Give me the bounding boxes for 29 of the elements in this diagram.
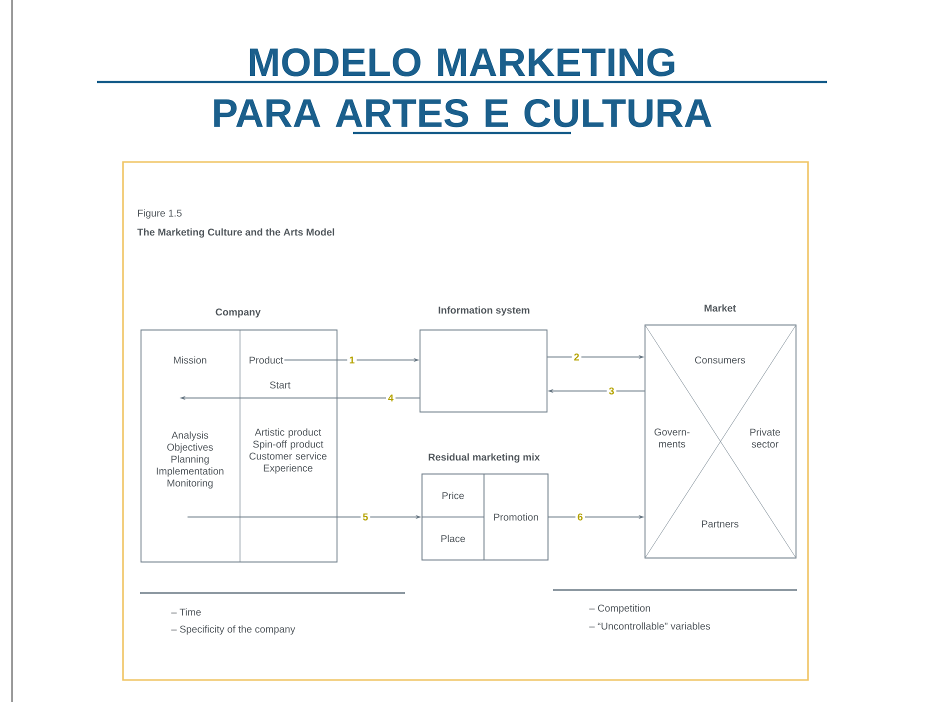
text-label: Start [270,381,290,389]
box-text: Govern- ments [654,428,690,448]
table-cell: Place [422,516,484,560]
edge-label: 5 [360,512,370,522]
box-text: Private sector [750,428,780,448]
box-heading: Company [216,308,261,318]
title: MODELO MARKETING PARA ARTES E CULTURA [97,48,827,134]
box-text: Analysis Objectives Planning Implementation Monitoring [156,431,224,489]
box-heading: Residual marketing mix [428,453,540,463]
edge-label: 6 [575,511,585,523]
note: – “Uncontrollable” variables [589,622,710,630]
edge-label: 3 [606,385,616,397]
box-text: Product [250,356,284,364]
table-cell: Promotion [484,474,548,560]
box-heading: Market [704,304,736,312]
figure-caption: The Marketing Culture and the Arts Model [137,228,334,238]
box-heading: Information system [438,306,530,316]
edge-label: 4 [386,392,396,404]
edge-label: 1 [347,354,357,366]
note: – Time [171,608,201,616]
table-cell: Price [422,474,484,518]
box-text: Artistic product Spin-off product Customer service Experience [249,428,327,474]
note: – Competition [589,604,650,614]
box-text: Partners [702,520,738,528]
box-text: Mission [174,356,206,364]
note: – Specificity of the company [171,625,296,635]
figure-number: Figure 1.5 [138,209,182,219]
edge-label: 2 [572,352,582,362]
box-text: Consumers [695,356,746,364]
